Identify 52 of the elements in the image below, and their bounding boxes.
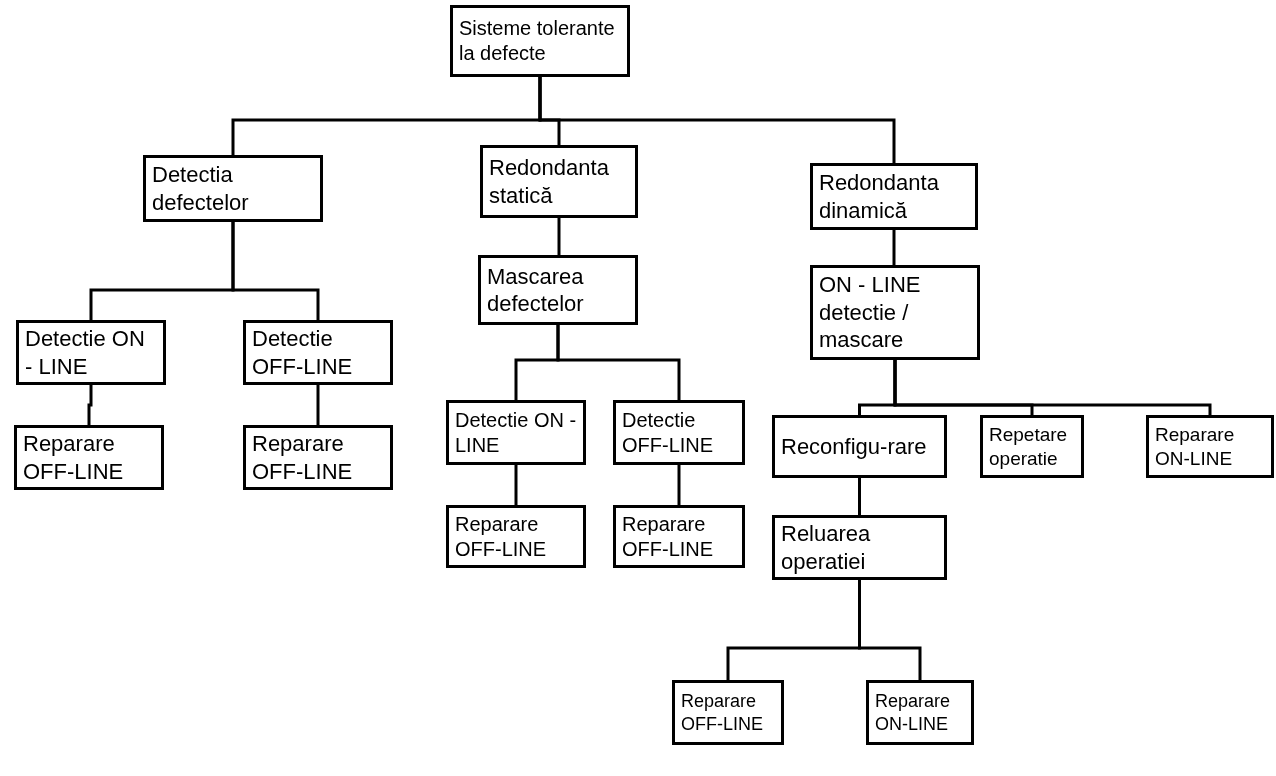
box-label: Reparare OFF-LINE: [23, 430, 125, 485]
box-label: Detectie OFF-LINE: [622, 407, 715, 458]
connector-line: [538, 77, 896, 163]
box-label: Detectie OFF-LINE: [252, 325, 354, 380]
box-label: Reparare OFF-LINE: [252, 430, 354, 485]
box-label: Sisteme tolerante la defecte: [459, 16, 616, 66]
box-label: Mascarea defectelor: [487, 262, 585, 318]
connector-line: [677, 465, 681, 505]
box-label: Redondanta statică: [489, 154, 610, 209]
process-box: [446, 505, 586, 568]
connector-line: [892, 230, 896, 265]
process-box: [450, 5, 630, 77]
box-label: Reparare ON-LINE: [875, 690, 952, 735]
process-box: [810, 163, 978, 230]
connector-line: [858, 580, 922, 680]
box-label: Repetare operatie: [989, 422, 1069, 471]
connector-line: [557, 218, 561, 255]
box-label: Reparare ON-LINE: [1155, 422, 1236, 471]
box-label: ON - LINE detectie / mascare: [819, 271, 922, 354]
process-box: [478, 255, 638, 325]
box-label: Reconfigu-rare: [781, 432, 928, 461]
process-box: [613, 505, 745, 568]
process-box: [672, 680, 784, 745]
process-box: [772, 515, 947, 580]
process-box: [810, 265, 980, 360]
process-box: [446, 400, 586, 465]
box-label: Reparare OFF-LINE: [455, 511, 548, 562]
connector-line: [231, 222, 320, 320]
box-label: Reparare OFF-LINE: [622, 511, 715, 562]
box-label: Reluarea operatiei: [781, 520, 872, 575]
process-box: [980, 415, 1084, 478]
process-box: [143, 155, 323, 222]
process-box: [16, 320, 166, 385]
process-box: [1146, 415, 1274, 478]
connector-line: [514, 465, 518, 505]
process-box: [613, 400, 745, 465]
process-box: [243, 320, 393, 385]
process-box: [480, 145, 638, 218]
box-label: Redondanta dinamică: [819, 169, 940, 224]
box-label: Reparare OFF-LINE: [681, 690, 764, 735]
process-box: [772, 415, 947, 478]
connector-line: [893, 360, 1212, 415]
connector-line: [87, 385, 93, 425]
connector-line: [316, 385, 320, 425]
process-box: [866, 680, 974, 745]
connector-line: [556, 325, 681, 400]
box-label: Detectie ON - LINE: [455, 407, 577, 458]
box-label: Detectie ON - LINE: [25, 325, 146, 380]
process-box: [14, 425, 164, 490]
box-label: Detectia defectelor: [152, 161, 250, 216]
connector-line: [858, 478, 861, 515]
process-box: [243, 425, 393, 490]
